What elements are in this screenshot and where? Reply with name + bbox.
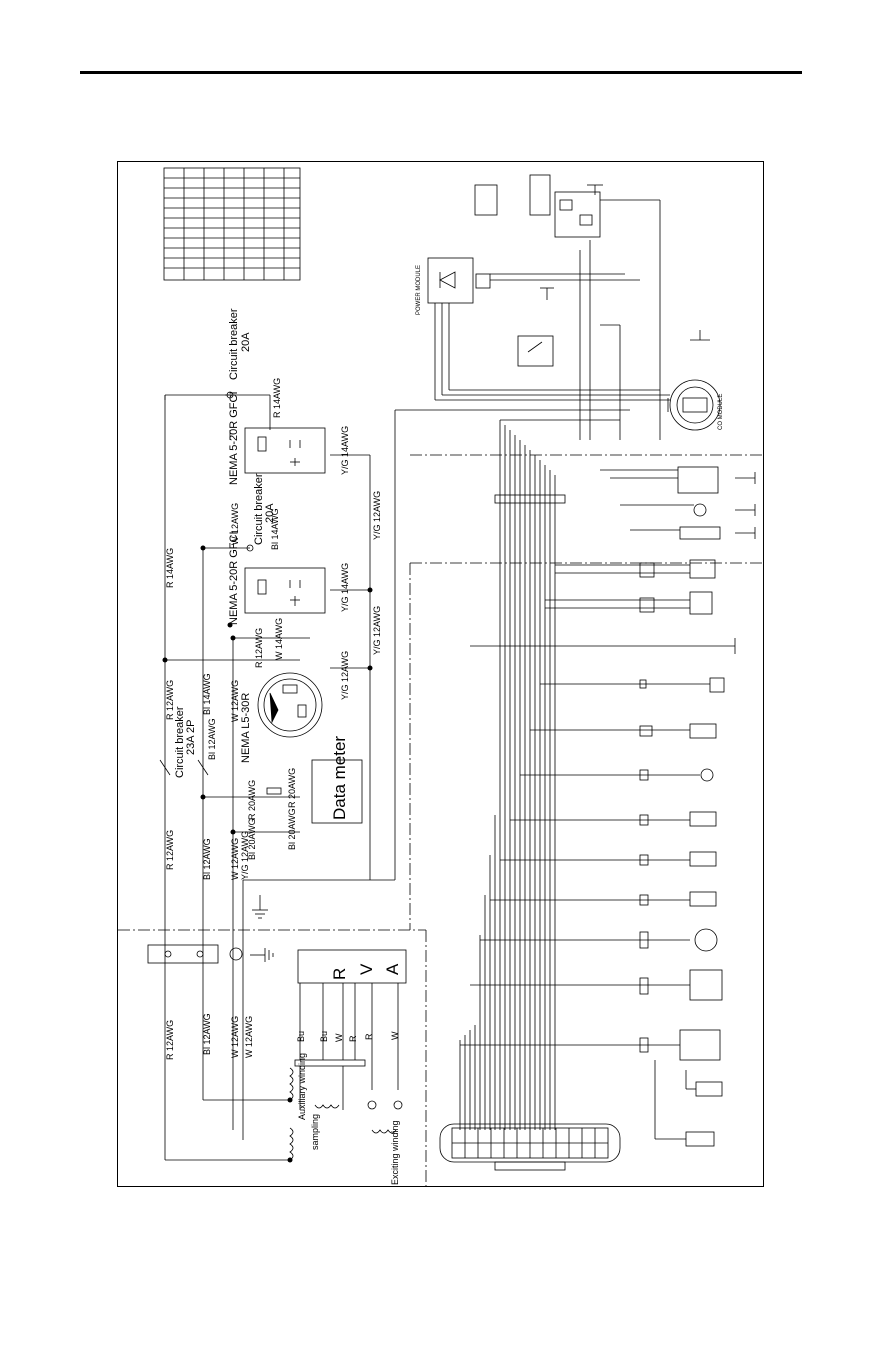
wire-label-yg12-d: Y/G 12AWG xyxy=(340,651,350,700)
wire-label-r12-b: R 12AWG xyxy=(165,830,175,870)
ground-symbols xyxy=(250,895,274,962)
lead-bu-2: Bu xyxy=(319,1031,329,1042)
wire-label-bl14-b: Bl 14AWG xyxy=(270,508,280,550)
wire-label-yg12-a: Y/G 12AWG xyxy=(240,831,250,880)
control-wiring xyxy=(434,199,670,1130)
co-module xyxy=(667,379,721,431)
wire-label-r12-c: R 12AWG xyxy=(165,1020,175,1060)
diagram-frame xyxy=(117,161,764,1187)
wire-label-r12-d: R 12AWG xyxy=(254,628,264,668)
data-meter-label: Data meter xyxy=(330,736,349,820)
wire-label-r14-b: R 14AWG xyxy=(272,378,282,418)
relay-box xyxy=(517,335,554,367)
lead-r-1: R xyxy=(348,1035,358,1042)
zone-boundaries xyxy=(118,454,763,1186)
terminal-block-left xyxy=(147,944,243,964)
co-module-label: CO MODULE xyxy=(718,394,724,430)
breaker-mid-title: Circuit breaker xyxy=(253,473,265,545)
breaker-mid-rating: 20A xyxy=(264,503,276,523)
wire-label-bl12-c: Bl 12AWG xyxy=(202,1013,212,1055)
exciting-winding-label: Exciting winding xyxy=(390,1120,400,1185)
wire-label-bl12-a: Bl 12AWG xyxy=(207,718,217,760)
twist-lock-outlet xyxy=(257,672,323,738)
power-module-box xyxy=(427,257,491,304)
avr-label-v: V xyxy=(357,963,376,975)
breaker-main-title: Circuit breaker xyxy=(174,706,186,778)
lead-r-2: R xyxy=(364,1033,374,1040)
wire-label-bl20-b: Bl 20AWG xyxy=(287,808,297,850)
right-ground-symbols xyxy=(540,184,756,539)
gfci-outlet-middle xyxy=(244,567,326,614)
ecu-connector xyxy=(439,1123,621,1171)
wire-label-bl20-a: Bl 20AWG xyxy=(247,818,257,860)
breaker-top-title: Circuit breaker xyxy=(228,308,240,380)
switch-tables xyxy=(474,174,601,238)
outlet-gfci-mid-label: NEMA 5-20R GFCI xyxy=(228,531,240,625)
gfci-outlet-top xyxy=(244,427,326,474)
header-rule xyxy=(80,71,802,74)
generator-windings xyxy=(289,1066,403,1161)
avr-label-r: R xyxy=(330,968,349,980)
wire-label-r14: R 14AWG xyxy=(165,548,175,588)
wire-label-yg12-c: Y/G 12AWG xyxy=(372,606,382,655)
lead-w-1: W xyxy=(334,1033,344,1042)
wire-label-yg12-b: Y/G 12AWG xyxy=(372,491,382,540)
outlet-twist-lock-label: NEMA L5-30R xyxy=(240,693,252,763)
upper-right-components xyxy=(600,466,721,540)
wire-label-w12-a: W 12AWG xyxy=(230,503,240,545)
sampling-label: sampling xyxy=(310,1114,320,1150)
wire-label-w12-c: W 12AWG xyxy=(230,838,240,880)
wire-label-bl14-a: Bl 14AWG xyxy=(202,673,212,715)
wire-label-r12-a: R 12AWG xyxy=(165,680,175,720)
data-meter-box xyxy=(266,759,363,824)
wire-label-w14: W 14AWG xyxy=(274,618,284,660)
auxiliary-winding-label: Auxiliary winding xyxy=(297,1053,307,1120)
connector-strip xyxy=(494,494,566,504)
breaker-top-rating: 20A xyxy=(240,332,252,352)
power-module-label: POWER MODULE xyxy=(416,265,422,315)
lead-w-2: W xyxy=(390,1031,400,1040)
avr-label-a: A xyxy=(383,963,402,975)
wire-label-w12-e: W 12AWG xyxy=(244,1016,254,1058)
wire-label-w12-b: W 12AWG xyxy=(230,680,240,722)
outlet-gfci-top-label: NEMA 5-20R GFCI xyxy=(228,391,240,485)
breaker-main-rating: 23A 2P xyxy=(185,720,197,755)
wire-label-r20-a: R 20AWG xyxy=(247,780,257,820)
breaker-symbols xyxy=(159,391,254,776)
wire-label-yg14-b: Y/G 14AWG xyxy=(340,563,350,612)
wire-label-yg14-a: Y/G 14AWG xyxy=(340,426,350,475)
wire-label-r20-b: R 20AWG xyxy=(287,768,297,808)
lead-bu-1: Bu xyxy=(296,1031,306,1042)
wire-label-w12-d: W 12AWG xyxy=(230,1016,240,1058)
wire-label-bl12-b: Bl 12AWG xyxy=(202,838,212,880)
avr-box xyxy=(294,949,407,1090)
color-code-table xyxy=(163,167,301,281)
right-components xyxy=(460,559,736,1147)
